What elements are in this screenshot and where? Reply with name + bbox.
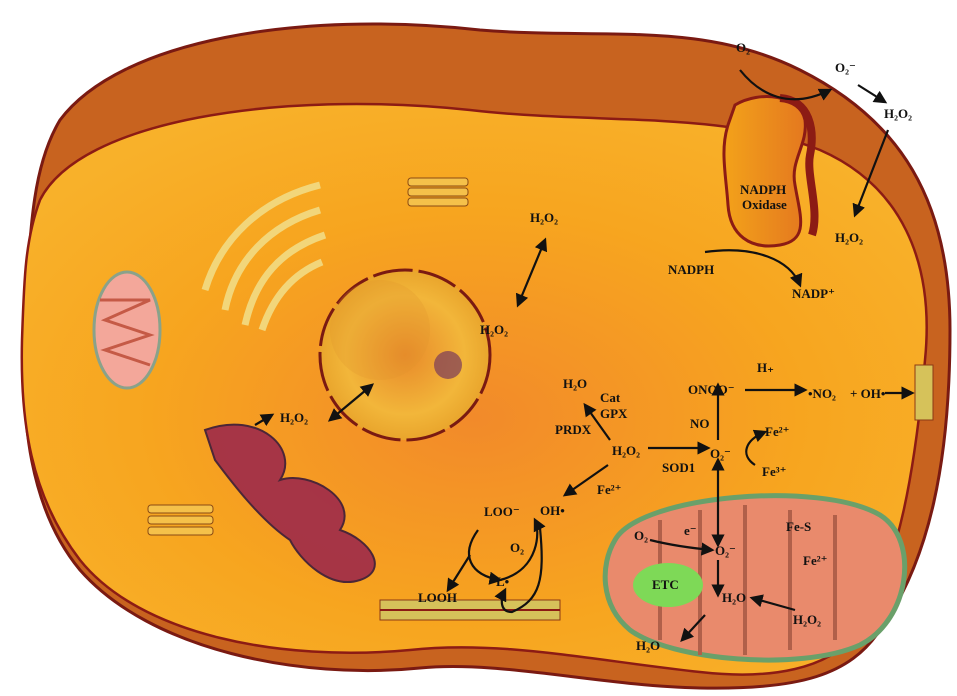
- label-cat: Cat: [600, 390, 621, 405]
- label-nadph: NADPH: [668, 262, 714, 277]
- label-h2o2-nucleus: H₂O₂: [480, 322, 508, 337]
- label-o2-top: O₂: [736, 40, 750, 55]
- label-h2o2-membrane: H₂O₂: [835, 230, 863, 245]
- label-fe2-right: Fe²⁺: [765, 424, 789, 439]
- label-onoo: ONOO⁻: [688, 382, 735, 397]
- label-h2o2-center: H₂O₂: [612, 443, 640, 458]
- label-l-radical: L•: [496, 574, 510, 589]
- nucleus: [320, 270, 490, 440]
- label-fes: Fe-S: [786, 519, 811, 534]
- centriole-top: [408, 178, 468, 206]
- label-prdx: PRDX: [555, 422, 592, 437]
- label-sod1: SOD1: [662, 460, 695, 475]
- lipid-membrane-right: [915, 365, 933, 420]
- label-gpx: GPX: [600, 406, 628, 421]
- label-superoxide-top: O₂⁻: [835, 60, 856, 75]
- label-no2: •NO₂: [808, 386, 836, 401]
- label-h2o2-cyto-top: H₂O₂: [530, 210, 558, 225]
- label-loo: LOO⁻: [484, 504, 520, 519]
- label-h-plus: H₊: [757, 360, 774, 375]
- label-h2o2-er: H₂O₂: [280, 410, 308, 425]
- label-nadph-oxidase-1: NADPH: [740, 182, 786, 197]
- centriole-bottom: [148, 505, 213, 535]
- label-looh: LOOH: [418, 590, 457, 605]
- label-fe2-center: Fe²⁺: [597, 482, 621, 497]
- label-oh-radical: OH•: [540, 503, 565, 518]
- label-h2o-mito: H₂O: [722, 590, 746, 605]
- label-superoxide-center: O₂⁻: [710, 446, 731, 461]
- label-nadp: NADP⁺: [792, 286, 835, 301]
- label-h2o: H₂O: [563, 376, 587, 391]
- label-fe3-right: Fe³⁺: [762, 464, 786, 479]
- mitochondrion-right: [605, 496, 905, 660]
- mitochondrion-left: [94, 272, 160, 388]
- label-h2o2-topright: H₂O₂: [884, 106, 912, 121]
- label-fe2-mito: Fe²⁺: [803, 553, 827, 568]
- label-superoxide-mito: O₂⁻: [715, 543, 736, 558]
- label-plus-oh: + OH•: [850, 386, 886, 401]
- label-o2-mito: O₂: [634, 528, 648, 543]
- label-h2o-bottom: H₂O: [636, 638, 660, 653]
- label-o2-lipid: O₂: [510, 540, 524, 555]
- label-h2o2-mito: H₂O₂: [793, 612, 821, 627]
- label-nadph-oxidase-2: Oxidase: [742, 197, 787, 212]
- label-etc: ETC: [652, 577, 679, 592]
- label-electron: e⁻: [684, 523, 697, 538]
- label-no: NO: [690, 416, 710, 431]
- nucleolus: [434, 351, 462, 379]
- lipid-membrane-bottom: [380, 600, 560, 620]
